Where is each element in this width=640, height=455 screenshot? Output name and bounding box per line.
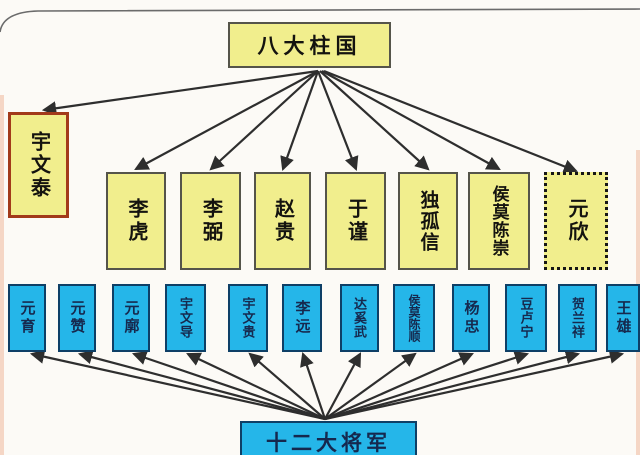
pillar-label: 李弼 (199, 198, 222, 244)
node-twelve-generals: 十二大将军 (240, 421, 417, 455)
general-label: 杨忠 (462, 300, 480, 336)
node-general-yang-zhong: 杨忠 (452, 284, 490, 352)
connector-bottom-general1 (29, 349, 326, 421)
node-eight-pillars-label: 八大柱国 (257, 35, 362, 58)
connector-bottom-general4 (186, 352, 326, 420)
left-edge-tint (0, 95, 4, 455)
connector-bottom-general7 (324, 352, 362, 420)
general-label: 达奚武 (352, 297, 367, 339)
connector-bottom-general11 (324, 350, 581, 421)
connector-bottom-general12 (324, 349, 625, 421)
node-general-yuan-kuo: 元廓 (112, 284, 150, 352)
node-general-daxi-wu: 达奚武 (340, 284, 379, 352)
node-general-wang-xiong: 王雄 (606, 284, 640, 352)
pillar-label: 独孤信 (417, 189, 439, 253)
connector-bottom-general5 (248, 352, 326, 420)
connector-bottom-general8 (324, 352, 417, 420)
general-label: 王雄 (614, 300, 632, 336)
connector-top-pillar4 (316, 70, 359, 171)
pillar-label: 元欣 (565, 198, 587, 244)
node-general-houmochen-shun: 侯莫陈顺 (393, 284, 435, 352)
node-general-yuwen-dao: 宇文导 (165, 284, 206, 352)
connector-bottom-general6 (300, 351, 327, 420)
node-pillar-dugu-xin: 独孤信 (398, 172, 458, 270)
connector-top-pillar1 (134, 70, 319, 171)
node-general-yuan-yu: 元育 (8, 284, 46, 352)
node-general-li-yuan: 李远 (282, 284, 322, 352)
node-pillar-li-bi: 李弼 (180, 172, 241, 270)
connector-top-pillar3 (280, 70, 320, 172)
node-general-yuan-zan: 元赞 (58, 284, 96, 352)
node-eight-pillars: 八大柱国 (228, 22, 391, 68)
general-label: 豆卢宁 (518, 297, 534, 339)
node-pillar-zhao-gui: 赵贵 (254, 172, 311, 270)
node-pillar-li-hu: 李虎 (106, 172, 166, 270)
general-label: 贺兰祥 (570, 297, 585, 339)
connector-top-leader (41, 69, 319, 116)
general-label: 李远 (293, 300, 311, 336)
general-label: 元廓 (122, 300, 140, 336)
node-pillar-houmochen-chong: 侯莫陈崇 (468, 172, 530, 270)
node-pillar-yuan-xin: 元欣 (544, 172, 608, 270)
node-twelve-generals-label: 十二大将军 (266, 432, 391, 455)
general-label: 宇文贵 (240, 297, 256, 339)
node-yuwen-tai-label: 宇文泰 (27, 130, 50, 200)
connector-top-pillar7 (323, 69, 578, 174)
connector-top-pillar6 (321, 70, 501, 171)
node-yuwen-tai: 宇文泰 (8, 112, 69, 218)
pillar-label: 侯莫陈崇 (489, 185, 509, 257)
connector-bottom-general3 (131, 351, 326, 421)
node-general-helan-xiang: 贺兰祥 (558, 284, 597, 352)
node-general-yuwen-gui: 宇文贵 (228, 284, 268, 352)
general-label: 宇文导 (178, 297, 193, 339)
connector-bottom-general9 (324, 352, 474, 421)
connector-bottom-general10 (324, 350, 530, 421)
general-label: 侯莫陈顺 (407, 294, 421, 342)
pillar-label: 赵贵 (271, 198, 294, 244)
node-pillar-yu-jin: 于谨 (325, 172, 386, 270)
general-label: 元育 (18, 300, 36, 336)
connector-top-pillar2 (209, 70, 319, 171)
pillar-label: 李虎 (125, 198, 147, 244)
pillar-label: 于谨 (344, 198, 367, 244)
general-label: 元赞 (68, 300, 86, 336)
connector-bottom-general2 (77, 350, 326, 421)
node-general-doulu-ning: 豆卢宁 (505, 284, 547, 352)
connector-top-pillar5 (319, 70, 430, 171)
